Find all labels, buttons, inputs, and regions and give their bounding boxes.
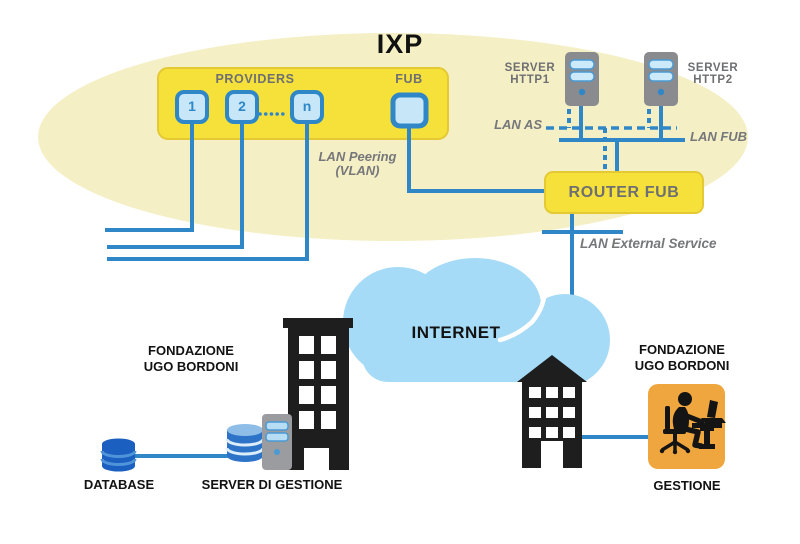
server-http1-tower xyxy=(565,52,599,106)
provider-node-n-label: n xyxy=(302,98,312,114)
server-http1-label: SERVER HTTP1 xyxy=(504,62,556,86)
cloud-highlight xyxy=(497,262,548,343)
building-icon xyxy=(283,318,353,470)
server-http2-label: SERVER HTTP2 xyxy=(687,62,739,86)
ixp-title: IXP xyxy=(376,29,424,59)
building-icon xyxy=(517,355,587,468)
person-at-desk-icon xyxy=(659,392,726,455)
provider-node-2-label: 2 xyxy=(238,98,246,114)
provider-node-1-label: 1 xyxy=(188,98,196,114)
provider1-link-line xyxy=(105,120,194,232)
switch-port-icon xyxy=(390,92,429,129)
lan-fub-label: LAN FUB xyxy=(690,129,748,144)
router-box-icon xyxy=(544,171,704,214)
server-di-gestione-icon xyxy=(225,414,292,470)
fub-label: FUB xyxy=(395,72,423,86)
network-node-icon xyxy=(225,90,259,124)
lan-as-label: LAN AS xyxy=(494,117,542,132)
server-tower-icon xyxy=(262,414,292,470)
internet-label: INTERNET xyxy=(411,323,501,342)
site-right-label: FONDAZIONE UGO BORDONI xyxy=(634,342,730,373)
provider-n-link-line xyxy=(107,120,309,261)
server-http2-tower xyxy=(644,52,678,106)
lan-external-service-label: LAN External Service xyxy=(580,236,717,251)
gestione-label: GESTIONE xyxy=(653,478,721,493)
fub-to-router-line xyxy=(407,122,546,193)
database-cylinder-icon xyxy=(100,438,137,472)
network-node-icon xyxy=(290,90,324,124)
site-left-label: FONDAZIONE UGO BORDONI xyxy=(143,343,239,374)
router-fub-label: ROUTER FUB xyxy=(568,184,680,201)
lan-peering-label: LAN Peering (VLAN) xyxy=(318,149,397,178)
database-cylinder-icon xyxy=(225,424,265,462)
providers-label: PROVIDERS xyxy=(215,72,295,86)
server-di-gestione-label: SERVER DI GESTIONE xyxy=(201,477,343,492)
database-label: DATABASE xyxy=(83,477,155,492)
network-node-icon xyxy=(175,90,209,124)
provider2-link-line xyxy=(107,120,244,249)
cloud-icon xyxy=(343,258,610,386)
provider-node-icons xyxy=(175,90,429,129)
